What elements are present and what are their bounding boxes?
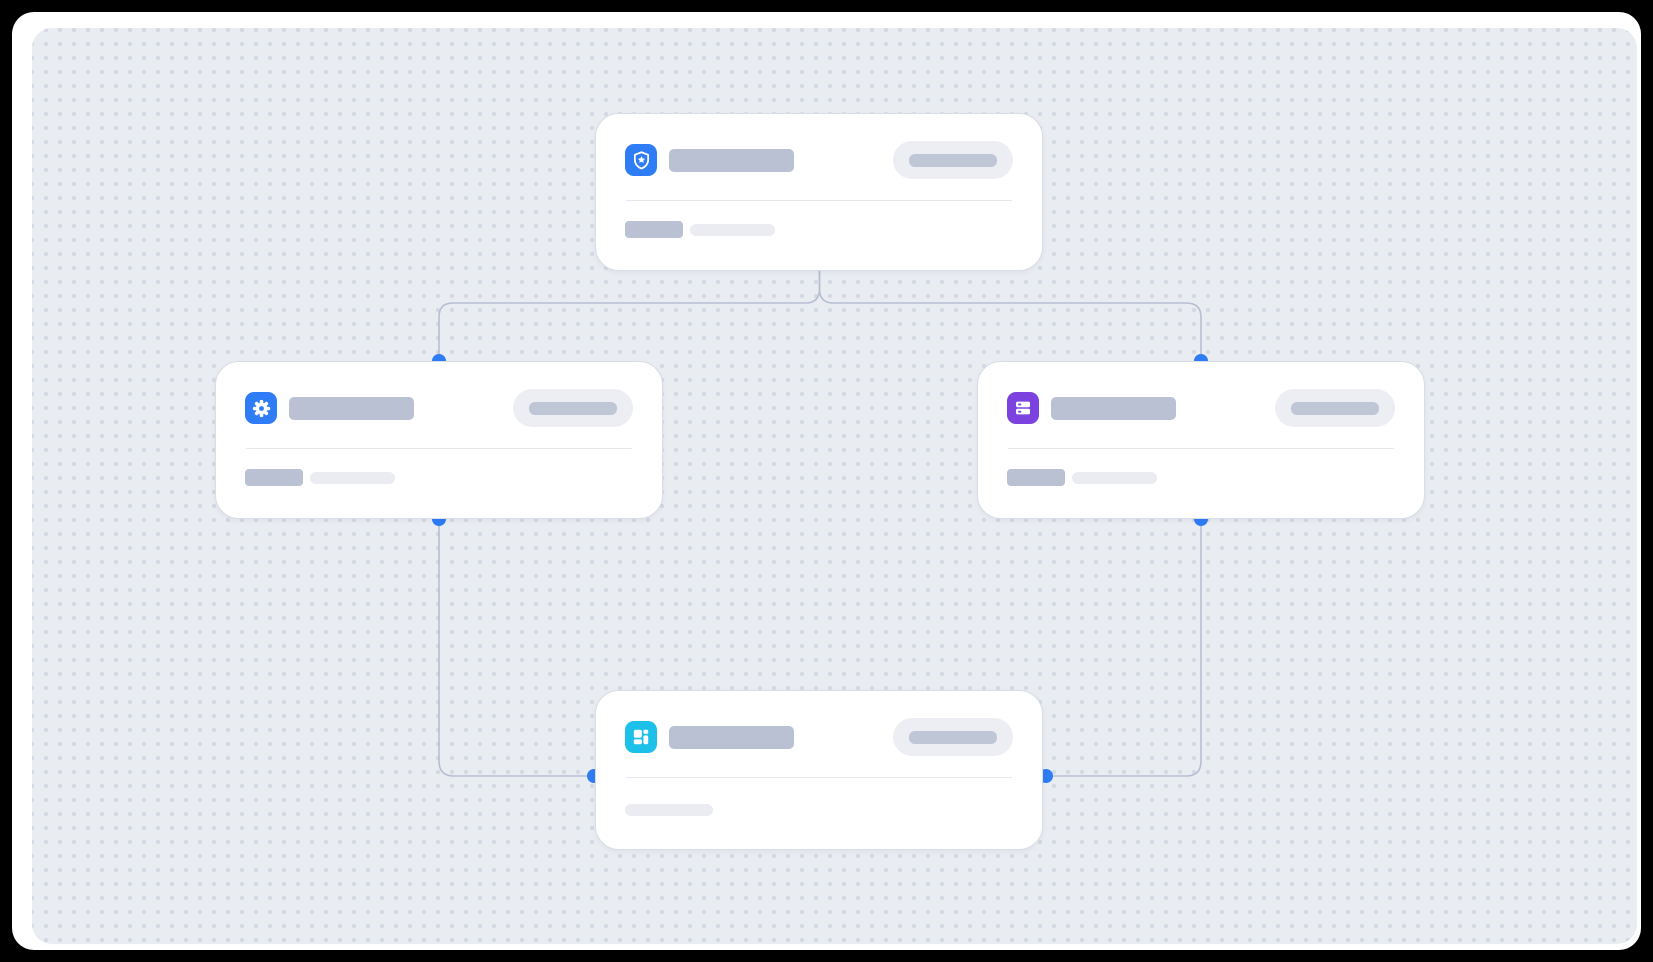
value-placeholder (310, 471, 395, 484)
label-placeholder (625, 221, 683, 238)
status-badge (893, 141, 1013, 179)
card-header (625, 141, 1013, 179)
value-placeholder (690, 223, 775, 236)
badge-text-placeholder (909, 153, 997, 167)
card-body-row (245, 469, 395, 486)
status-badge (513, 389, 633, 427)
card-divider (1008, 448, 1394, 449)
title-placeholder (289, 396, 414, 420)
value-placeholder (625, 804, 713, 816)
label-placeholder (245, 469, 303, 486)
label-placeholder (1007, 469, 1065, 486)
badge-text-placeholder (909, 730, 997, 744)
node-card-top[interactable] (595, 113, 1043, 271)
badge-text-placeholder (529, 401, 617, 415)
title-placeholder (669, 148, 794, 172)
status-badge (893, 718, 1013, 756)
card-body-row (625, 221, 775, 238)
card-divider (246, 448, 632, 449)
card-body-row (625, 804, 713, 816)
node-card-right[interactable] (977, 361, 1425, 519)
card-header (1007, 389, 1395, 427)
card-header (625, 718, 1013, 756)
node-card-bottom[interactable] (595, 690, 1043, 850)
title-placeholder (1051, 396, 1176, 420)
layout-grid-icon (625, 721, 657, 753)
card-divider (626, 777, 1012, 778)
value-placeholder (1072, 471, 1157, 484)
archive-icon (1007, 392, 1039, 424)
card-header (245, 389, 633, 427)
status-badge (1275, 389, 1395, 427)
card-divider (626, 200, 1012, 201)
shield-star-icon (625, 144, 657, 176)
card-body-row (1007, 469, 1157, 486)
title-placeholder (669, 725, 794, 749)
gear-icon (245, 392, 277, 424)
node-card-left[interactable] (215, 361, 663, 519)
badge-text-placeholder (1291, 401, 1379, 415)
